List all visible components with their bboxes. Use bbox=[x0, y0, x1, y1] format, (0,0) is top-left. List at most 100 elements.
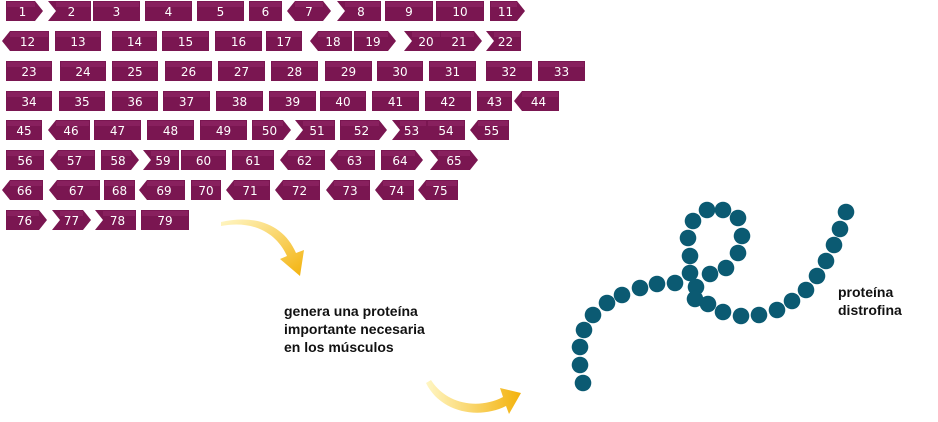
exon-block: 77 bbox=[52, 210, 91, 230]
exon-shape bbox=[2, 180, 43, 200]
exon-number: 44 bbox=[531, 95, 546, 109]
exon-number: 50 bbox=[262, 124, 277, 138]
exon-highlight bbox=[400, 121, 426, 126]
exon-number: 60 bbox=[196, 154, 211, 168]
protein-bead bbox=[681, 264, 699, 282]
exon-block: 53 bbox=[392, 120, 427, 140]
exon-number: 40 bbox=[335, 95, 350, 109]
exon-shape bbox=[385, 1, 433, 21]
exon-block: 45 bbox=[6, 120, 42, 140]
protein-bead bbox=[729, 209, 747, 227]
protein-bead bbox=[584, 306, 602, 324]
protein-label-line: distrofina bbox=[838, 302, 902, 318]
exon-block: 76 bbox=[6, 210, 47, 230]
exon-shape bbox=[377, 61, 423, 81]
exon-number: 56 bbox=[17, 154, 32, 168]
exon-shape bbox=[436, 1, 484, 21]
exon-number: 12 bbox=[20, 35, 35, 49]
exon-number: 39 bbox=[285, 95, 300, 109]
protein-label-line: proteína bbox=[838, 284, 894, 300]
exon-shape bbox=[94, 120, 141, 140]
protein-bead bbox=[571, 338, 589, 356]
exon-number: 16 bbox=[231, 35, 246, 49]
exon-highlight bbox=[148, 121, 193, 126]
exon-block: 70 bbox=[191, 180, 221, 200]
exon-number: 59 bbox=[155, 154, 170, 168]
exon-number: 57 bbox=[67, 154, 82, 168]
protein-bead bbox=[687, 278, 705, 296]
exon-number: 46 bbox=[63, 124, 78, 138]
exon-shape bbox=[215, 31, 262, 51]
exon-highlight bbox=[7, 92, 51, 97]
exon-shape bbox=[101, 150, 139, 170]
exon-number: 64 bbox=[392, 154, 407, 168]
exon-highlight bbox=[56, 2, 90, 7]
exon-highlight bbox=[105, 181, 134, 186]
exon-shape bbox=[287, 1, 331, 21]
exon-block: 41 bbox=[372, 91, 419, 111]
exon-number: 74 bbox=[389, 184, 404, 198]
exon-shape bbox=[6, 1, 43, 21]
exon-shape bbox=[486, 31, 521, 51]
exon-highlight bbox=[94, 2, 139, 7]
exon-number: 38 bbox=[232, 95, 247, 109]
exon-block: 12 bbox=[2, 31, 49, 51]
exon-highlight bbox=[250, 2, 281, 7]
exon-number: 76 bbox=[17, 214, 32, 228]
exon-shape bbox=[429, 61, 476, 81]
exon-number: 26 bbox=[181, 65, 196, 79]
protein-bead bbox=[681, 247, 699, 265]
exon-number: 65 bbox=[446, 154, 461, 168]
exon-block: 47 bbox=[94, 120, 141, 140]
exon-shape bbox=[514, 91, 559, 111]
exon-shape bbox=[49, 180, 100, 200]
exon-number: 43 bbox=[487, 95, 502, 109]
exon-number: 51 bbox=[309, 124, 324, 138]
protein-bead bbox=[598, 294, 616, 312]
exon-shape bbox=[200, 120, 247, 140]
exon-number: 6 bbox=[262, 5, 270, 19]
exon-highlight bbox=[219, 62, 264, 67]
exon-block: 40 bbox=[320, 91, 366, 111]
exon-shape bbox=[271, 61, 318, 81]
exon-number: 77 bbox=[64, 214, 79, 228]
exon-block: 50 bbox=[252, 120, 291, 140]
exon-highlight bbox=[428, 121, 464, 126]
exon-number: 14 bbox=[127, 35, 142, 49]
protein-bead bbox=[831, 220, 849, 238]
exon-highlight bbox=[102, 151, 131, 156]
exon-number: 31 bbox=[445, 65, 460, 79]
exon-highlight bbox=[217, 92, 262, 97]
exon-shape bbox=[112, 31, 157, 51]
exon-shape bbox=[266, 31, 302, 51]
exon-number: 2 bbox=[68, 5, 76, 19]
exon-number: 17 bbox=[276, 35, 291, 49]
exon-number: 20 bbox=[418, 35, 433, 49]
exon-highlight bbox=[61, 62, 105, 67]
exon-shape bbox=[112, 61, 158, 81]
exon-number: 49 bbox=[216, 124, 231, 138]
exon-number: 3 bbox=[113, 5, 121, 19]
exon-highlight bbox=[192, 181, 220, 186]
exon-shape bbox=[226, 180, 270, 200]
exon-highlight bbox=[288, 151, 324, 156]
exon-block: 9 bbox=[385, 1, 433, 21]
exon-block: 35 bbox=[59, 91, 105, 111]
exon-number: 8 bbox=[357, 5, 365, 19]
exon-block: 14 bbox=[112, 31, 157, 51]
exon-block: 1 bbox=[6, 1, 43, 21]
exon-number: 11 bbox=[498, 5, 513, 19]
exon-block: 55 bbox=[470, 120, 509, 140]
exon-highlight bbox=[386, 2, 432, 7]
exon-shape bbox=[48, 120, 90, 140]
protein-bead bbox=[733, 227, 751, 245]
exon-number: 13 bbox=[70, 35, 85, 49]
exon-number: 45 bbox=[16, 124, 31, 138]
curved-arrow-icon bbox=[426, 380, 521, 414]
exon-shape bbox=[218, 61, 265, 81]
exon-highlight bbox=[7, 151, 43, 156]
exon-block: 59 bbox=[143, 150, 179, 170]
exon-shape bbox=[59, 91, 105, 111]
exon-number: 68 bbox=[112, 184, 127, 198]
